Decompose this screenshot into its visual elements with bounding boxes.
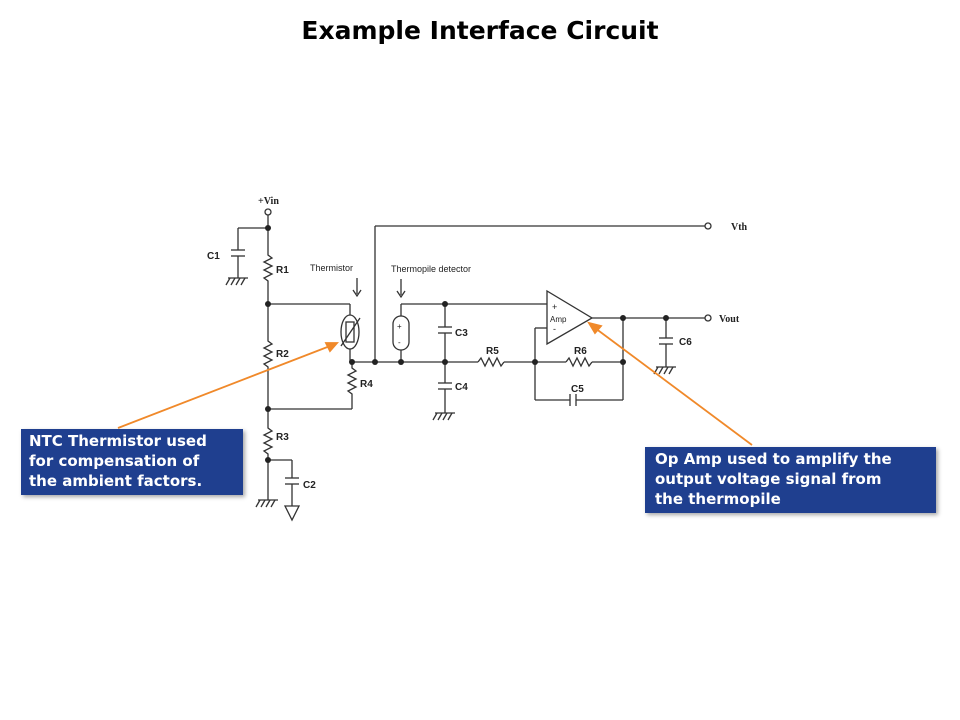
resistor-r2 bbox=[262, 338, 274, 370]
label-r3: R3 bbox=[276, 432, 289, 443]
label-r6: R6 bbox=[574, 346, 587, 357]
thermopile-minus: - bbox=[398, 338, 401, 347]
callout-op-amp: Op Amp used to amplify the output voltag… bbox=[645, 447, 936, 513]
label-c4: C4 bbox=[455, 382, 468, 393]
junction-dots bbox=[265, 225, 669, 463]
c2-ground-triangle bbox=[283, 505, 301, 522]
opamp-symbol bbox=[546, 289, 594, 346]
label-thermopile: Thermopile detector bbox=[391, 264, 471, 274]
callout-left-line-1: NTC Thermistor used bbox=[29, 432, 207, 450]
label-c6: C6 bbox=[679, 337, 692, 348]
label-plus: + bbox=[552, 302, 557, 312]
arrow-thermistor bbox=[117, 345, 331, 429]
ground-c6 bbox=[653, 366, 676, 375]
arrow-opamp bbox=[594, 327, 753, 446]
label-r2: R2 bbox=[276, 349, 289, 360]
callout-right-line-1: Op Amp used to amplify the bbox=[655, 450, 892, 468]
resistor-r6 bbox=[565, 356, 593, 368]
ground-c1 bbox=[225, 277, 248, 286]
label-amp: Amp bbox=[550, 315, 567, 324]
callout-left-line-3: the ambient factors. bbox=[29, 472, 203, 490]
label-c3: C3 bbox=[455, 328, 468, 339]
callout-left-line-2: for compensation of bbox=[29, 452, 200, 470]
vth-terminal bbox=[704, 222, 712, 230]
resistor-r3 bbox=[262, 425, 274, 460]
vout-terminal bbox=[704, 314, 712, 322]
thermopile-plus: + bbox=[397, 322, 402, 331]
label-thermistor: Thermistor bbox=[310, 263, 353, 273]
label-vth: Vth bbox=[731, 222, 748, 233]
resistor-r1 bbox=[262, 252, 274, 285]
label-vout: Vout bbox=[719, 314, 740, 325]
label-r5: R5 bbox=[486, 346, 499, 357]
ground-c4 bbox=[432, 412, 455, 421]
label-r4: R4 bbox=[360, 379, 373, 390]
callout-ntc-thermistor: NTC Thermistor used for compensation of … bbox=[21, 429, 243, 495]
callout-right-line-3: the thermopile bbox=[655, 490, 781, 508]
callout-right-line-2: output voltage signal from bbox=[655, 470, 882, 488]
ground-r3 bbox=[255, 499, 278, 508]
label-vin: +Vin bbox=[258, 196, 279, 207]
resistor-r5 bbox=[477, 356, 505, 368]
label-c1: C1 bbox=[207, 251, 220, 262]
label-minus: - bbox=[553, 324, 556, 334]
slide-title: Example Interface Circuit bbox=[301, 16, 659, 45]
label-r1: R1 bbox=[276, 265, 289, 276]
vin-terminal bbox=[264, 208, 272, 216]
label-c5: C5 bbox=[571, 384, 584, 395]
label-c2: C2 bbox=[303, 480, 316, 491]
resistor-r4 bbox=[346, 362, 358, 409]
